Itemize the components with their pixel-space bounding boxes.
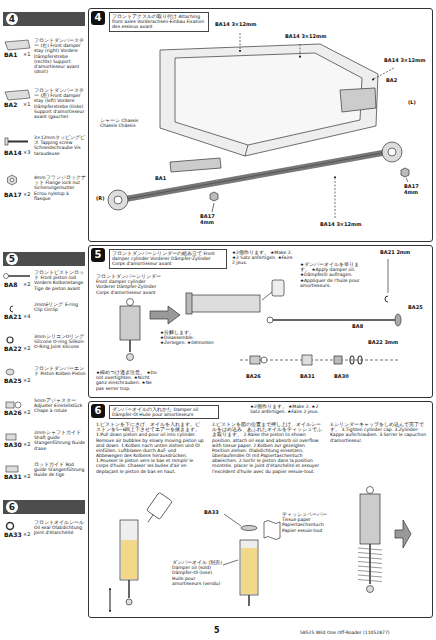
part-callout: BA22 3mm xyxy=(368,340,398,346)
quantity: ×2 xyxy=(23,346,30,352)
part-callout: BA14 3×12mm xyxy=(384,58,425,64)
part-name: 2mmEリング E-ring Clip Circlip xyxy=(34,302,86,312)
section-band: 5 xyxy=(3,252,85,266)
step-title: フロントダンパーシリンダーの組み立て Front damper cylinder… xyxy=(109,249,227,269)
part-callout: BA21 2mm xyxy=(380,250,410,256)
section-band: 6 xyxy=(3,500,85,514)
spring xyxy=(358,548,382,582)
oil-fill-drawing xyxy=(110,487,411,613)
note: ★締めつけ過ぎ注意。 ★Do not overtighten. ★Nicht g… xyxy=(96,370,158,391)
instruction: 2.ピストンを図の位置まで押し上げ、オイルシールをはめ込み、あふれたオイルをティ… xyxy=(212,422,322,474)
part-code: BA26 xyxy=(4,410,22,417)
step-number: 4 xyxy=(6,13,18,25)
part-name: フロントダンパーエンド Piston Kolben Piston xyxy=(34,366,86,376)
part-callout: BA33 xyxy=(204,510,219,516)
part-callout: BA31 xyxy=(300,374,315,380)
footer-code: 58525 Wild One Off-Roader (11052877) xyxy=(300,630,390,635)
note: ★2個作ります。 ★Make 2. ★2 Satz anfertigen. ★F… xyxy=(232,250,294,266)
part-code: BA22 xyxy=(4,346,22,353)
quantity: ×2 xyxy=(23,192,30,198)
part-callout: BA1 xyxy=(155,176,166,182)
quantity: ×2 xyxy=(23,378,30,384)
part-name: フロントオイルシール Oil seal Ölabdichtung Joint d… xyxy=(34,520,86,536)
part-callout: BA2 xyxy=(386,78,397,84)
quantity: ×3 xyxy=(23,150,30,156)
part-code: BA31 xyxy=(4,474,22,481)
part-callout: BA14 3×12mm xyxy=(215,22,256,28)
step-number: 6 xyxy=(91,404,105,418)
quantity: ×2 xyxy=(23,442,30,448)
part-code: BA8 xyxy=(4,282,17,289)
chassis-drawing xyxy=(108,33,409,218)
note: ★分解します。 ★Disassemble. ★Zerlegen. ★Démont… xyxy=(160,330,220,346)
step-number: 5 xyxy=(6,253,18,265)
note: ★2個作ります。 ★Make 2. ★2 Satz anfertigen. ★F… xyxy=(250,404,320,414)
part-name: ロッドガイド Rod guide Stangenführung Guide de… xyxy=(34,462,86,478)
part-name: ティッシュペーパー Tissue paper Papiertaschentuch… xyxy=(282,512,332,533)
caption: フロントダンパーシリンダー Front damper cylinder Vord… xyxy=(96,274,166,295)
part-code: BA14 xyxy=(4,150,22,157)
quantity: ×4 xyxy=(23,314,30,320)
part-name: 4mmフランジロックナット Flange lock nut Sicherungs… xyxy=(34,175,86,201)
section-band: 4 xyxy=(3,12,85,26)
part-callout: BA17 4mm xyxy=(200,214,226,226)
part-code: BA21 xyxy=(4,314,22,321)
part-callout: BA17 4mm xyxy=(404,184,430,196)
quantity: ×2 xyxy=(23,282,30,288)
part-callout: BA26 xyxy=(246,374,261,380)
quantity: ×1 xyxy=(23,102,30,108)
part-name: 3×12mmタッピングビス Tapping screw Schneidschra… xyxy=(34,135,86,156)
step-panel: 4 フロントアクスルの取り付け Attaching front axles Vor… xyxy=(88,8,433,242)
part-name: 5mmアジャスター Adjuster Einstellstück Chape à… xyxy=(34,398,86,414)
part-code: BA2 xyxy=(4,102,17,109)
part-callout: BA14 3×12mm xyxy=(285,34,326,40)
step-title: フロントアクスルの取り付け Attaching front axles Vord… xyxy=(109,12,209,32)
part-code: BA30 xyxy=(4,442,22,449)
part-callout: BA25 xyxy=(408,305,423,311)
step-number: 5 xyxy=(91,248,105,262)
part-code: BA1 xyxy=(4,52,17,59)
part-code: BA25 xyxy=(4,378,22,385)
step-title: ダンパーオイルの入れかた Damper oil Dämpfer-Öl Huile… xyxy=(109,405,219,419)
part-code: BA33 xyxy=(4,532,22,539)
part-callout: BA8 xyxy=(352,324,363,330)
side-mark: (L) xyxy=(408,100,416,106)
quantity: ×2 xyxy=(23,532,30,538)
part-code: BA17 xyxy=(4,192,22,199)
part-callout: BA30 xyxy=(334,374,349,380)
side-mark: (R) xyxy=(96,196,104,202)
quantity: ×2 xyxy=(23,474,30,480)
part-name: 2mmシャフトガイド Shaft guide Stangenführung Gu… xyxy=(34,430,86,451)
instruction: 1.ピストンを下にさげ、オイルを入れます。ピストンを5~6回上下させてエアーを抜… xyxy=(96,422,204,474)
part-name: 3mmシリコンOリング Silicone O-ring Silikon-O-Ri… xyxy=(34,334,86,350)
step-number: 6 xyxy=(6,501,18,513)
part-callout: BA14 3×12mm xyxy=(320,222,361,228)
quantity: ×1 xyxy=(23,52,30,58)
instruction: 3.シリンダーキャップをしめ込んで完了です。 3.Tighten cylinde… xyxy=(330,422,428,443)
part-name: フロントダンパーステー (右) Front damper stay (right… xyxy=(34,38,86,74)
part-icons xyxy=(4,40,31,530)
page-number: 5 xyxy=(214,626,220,635)
part-name: ダンパーオイル (別売) Damper oil (sold) Dämpfer-Ö… xyxy=(172,560,222,586)
step-number: 4 xyxy=(91,11,105,25)
part-name: シャーシ Chassis Chassis Châssis xyxy=(100,118,145,128)
part-name: フロントピストンロッド Front piston rod Vordere Kol… xyxy=(34,270,86,291)
note: ★ダンパーオイルを塗ります。 ★Apply damper oil. ★Dämpf… xyxy=(300,262,366,288)
part-name: フロントダンパーステー (左) Front damper stay (left)… xyxy=(34,88,86,119)
quantity: ×2 xyxy=(23,410,30,416)
damper-drawing xyxy=(120,259,401,365)
